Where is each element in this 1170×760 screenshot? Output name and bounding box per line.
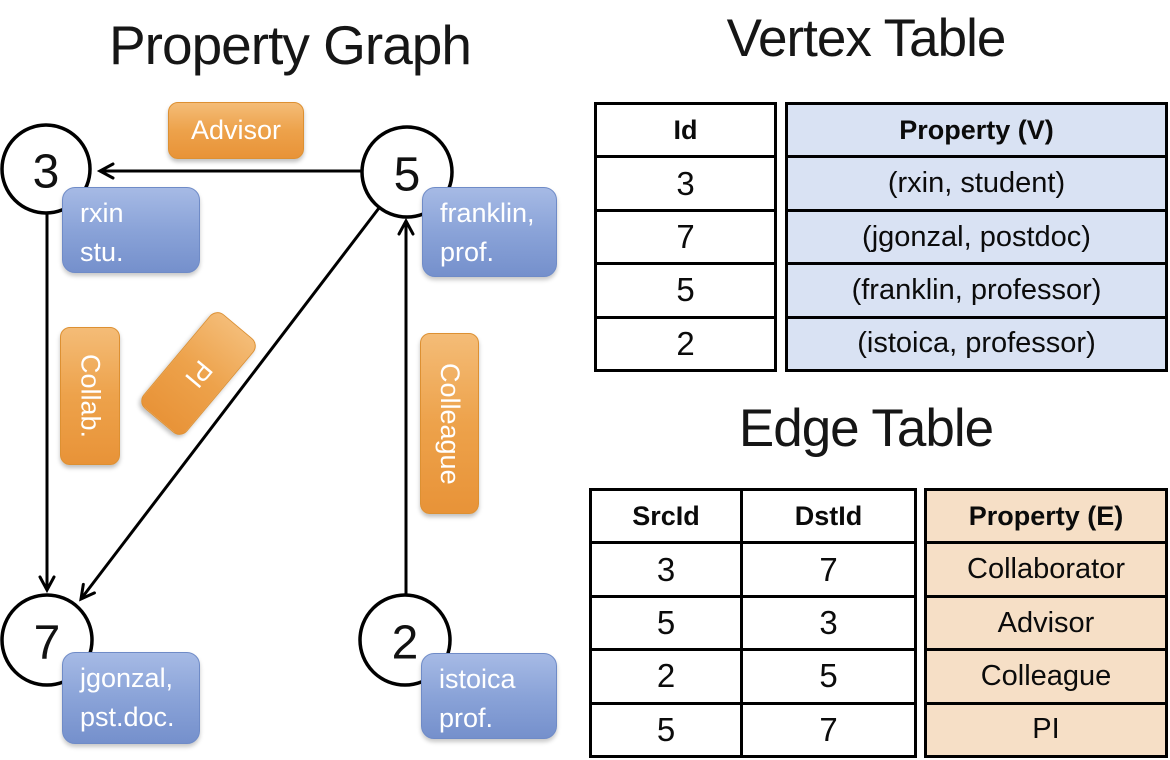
vertex-table-header-property: Property (V): [899, 114, 1054, 145]
vertex-property-line: prof.: [440, 237, 495, 268]
vertex-table-id-cell: 2: [597, 315, 774, 369]
vertex-table-title: Vertex Table: [726, 9, 1007, 68]
vertex-property-line: istoica: [439, 664, 516, 694]
edge-table-property-cell: PI: [927, 701, 1165, 755]
node-id-2: 2: [391, 616, 419, 670]
edge-table-dstid-cell: 7: [743, 541, 914, 594]
vertex-property-line: franklin,: [440, 198, 535, 228]
edge-table-srcid-cell: 5: [592, 594, 740, 648]
vertex-table-id-column: Id 3 7 5 2: [594, 102, 777, 372]
edge-table-dstid-cell: 5: [743, 648, 914, 701]
edge-label-collab: Collab.: [60, 327, 120, 465]
edge-table-srcid-cell: 5: [592, 701, 740, 755]
edge-table-dstid-column: DstId 7 3 5 7: [743, 488, 917, 758]
edge-table-header-srcid: SrcId: [632, 500, 700, 531]
property-graph-title: Property Graph: [108, 14, 472, 76]
edge-table-srcid-column: SrcId 3 5 2 5: [589, 488, 743, 758]
edge-table-srcid-cell: 3: [592, 541, 740, 594]
vertex-table-property-cell: (franklin, professor): [788, 262, 1165, 315]
vertex-table-header-id: Id: [673, 114, 698, 145]
edge-table-header-property: Property (E): [968, 500, 1124, 531]
vertex-property-line: pst.doc.: [80, 702, 175, 733]
vertex-property-box-franklin: franklin, prof.: [422, 187, 557, 277]
vertex-property-line: stu.: [80, 237, 124, 268]
edge-arrow-5-to-7: [79, 207, 381, 602]
edge-label-colleague: Colleague: [420, 333, 479, 514]
node-id-7: 7: [33, 616, 61, 670]
edge-table-dstid-cell: 7: [743, 701, 914, 755]
edge-table-property-cell: Colleague: [927, 648, 1165, 701]
vertex-property-line: jgonzal,: [80, 663, 174, 693]
node-id-5: 5: [393, 148, 421, 202]
edge-table-property-column: Property (E) Collaborator Advisor Collea…: [924, 488, 1168, 758]
edge-table-property-cell: Collaborator: [927, 541, 1165, 594]
vertex-table-id-cell: 7: [597, 208, 774, 262]
edge-table-dstid-cell: 3: [743, 594, 914, 648]
vertex-table-id-cell: 3: [597, 155, 774, 208]
vertex-table-property-cell: (jgonzal, postdoc): [788, 208, 1165, 262]
vertex-property-box-istoica: istoica prof.: [421, 653, 557, 739]
vertex-table-property-cell: (rxin, student): [788, 155, 1165, 208]
vertex-table-property-column: Property (V) (rxin, student) (jgonzal, p…: [785, 102, 1168, 372]
edge-table-title: Edge Table: [738, 399, 994, 458]
edge-table-header-dstid: DstId: [794, 500, 863, 531]
vertex-property-box-jgonzal: jgonzal, pst.doc.: [62, 652, 200, 744]
vertex-property-line: prof.: [439, 703, 494, 734]
vertex-table-id-cell: 5: [597, 262, 774, 315]
edge-label-advisor: Advisor: [168, 102, 304, 159]
edge-table-srcid-cell: 2: [592, 648, 740, 701]
vertex-table-property-cell: (istoica, professor): [788, 315, 1165, 369]
vertex-property-line: rxin: [80, 198, 124, 228]
node-id-3: 3: [32, 145, 60, 199]
vertex-property-box-rxin: rxin stu.: [62, 187, 200, 273]
edge-table-property-cell: Advisor: [927, 594, 1165, 648]
